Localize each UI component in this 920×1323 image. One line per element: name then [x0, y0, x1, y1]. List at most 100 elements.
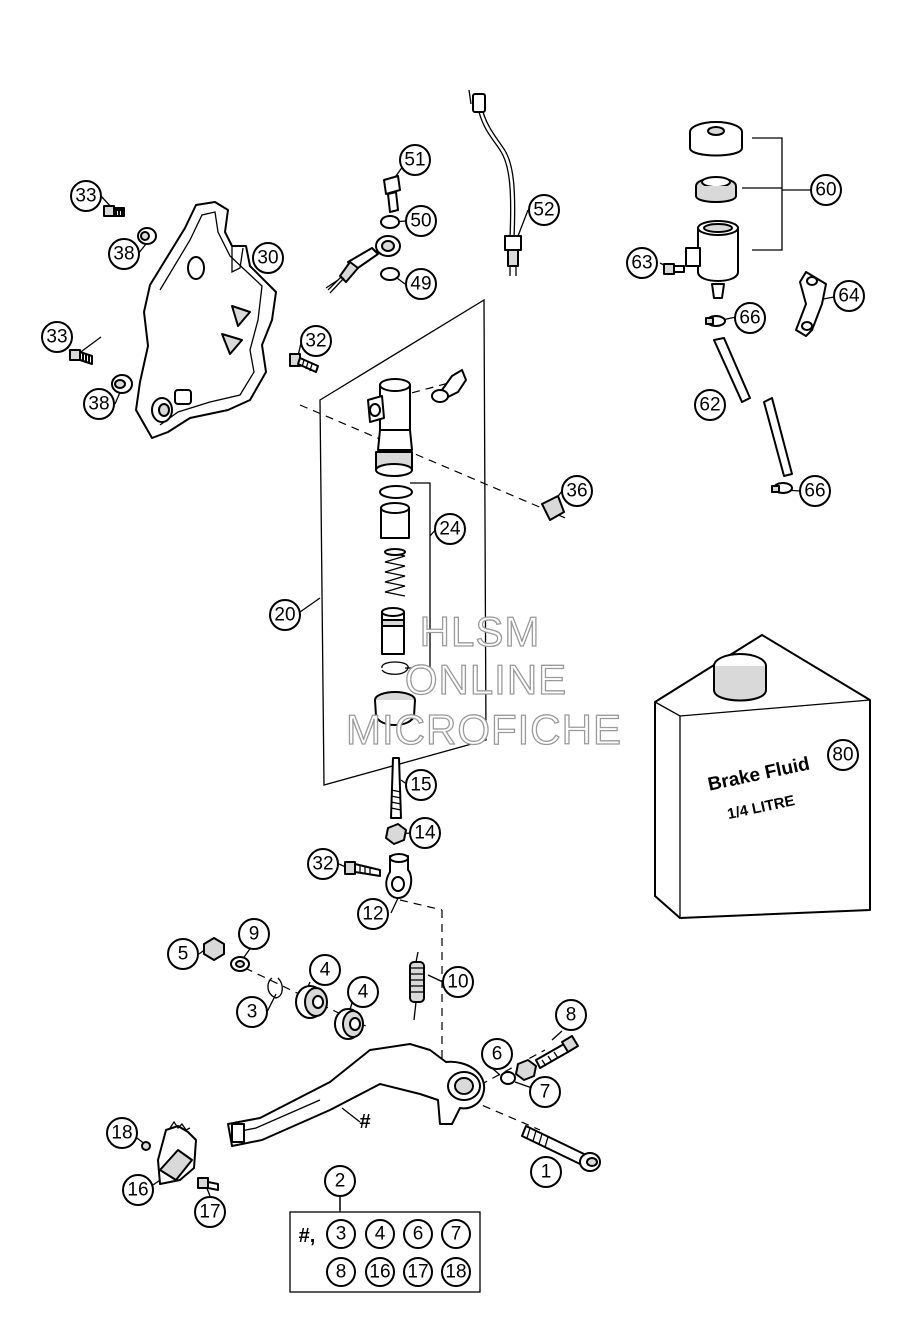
svg-text:63: 63	[631, 253, 652, 274]
banjo-bolt	[383, 175, 401, 213]
svg-text:16: 16	[127, 1180, 148, 1201]
callout-17: 17	[194, 1196, 226, 1228]
svg-text:50: 50	[410, 211, 431, 232]
stop-screw	[535, 1035, 579, 1069]
pivot-circlip	[267, 977, 283, 999]
callouts: 33 38 30 33 38 51 50 49 52 32 60 63 64 6…	[41, 144, 865, 1228]
svg-text:80: 80	[832, 745, 853, 766]
callout-32: 32	[307, 848, 339, 880]
callout-38: 38	[108, 238, 140, 270]
svg-text:1: 1	[541, 1162, 552, 1183]
clevis-screw	[344, 861, 381, 877]
master-cylinder-assembly-outline	[319, 298, 487, 786]
callout-80: 80	[827, 739, 859, 771]
svg-text:4: 4	[320, 960, 331, 981]
pivot-bearing-inner	[334, 1008, 364, 1040]
svg-text:18: 18	[445, 1262, 466, 1283]
svg-text:2: 2	[335, 1171, 346, 1192]
svg-text:6: 6	[492, 1044, 503, 1065]
svg-text:36: 36	[566, 481, 587, 502]
brake-light-switch	[468, 89, 522, 276]
pivot-nut	[203, 937, 225, 961]
callout-1: 1	[530, 1156, 562, 1188]
brake-fluid-can: Brake Fluid 1/4 LITRE	[654, 634, 871, 919]
svg-text:10: 10	[447, 972, 468, 993]
callout-6: 6	[481, 1038, 513, 1070]
svg-text:60: 60	[815, 180, 836, 201]
svg-text:33: 33	[46, 327, 67, 348]
svg-text:4: 4	[358, 982, 369, 1003]
svg-text:24: 24	[439, 519, 461, 540]
callout-10: 10	[442, 966, 474, 998]
svg-text:38: 38	[113, 244, 134, 265]
svg-text:30: 30	[257, 248, 278, 269]
stop-washer	[500, 1071, 516, 1085]
kit-callout: 7	[441, 1219, 471, 1249]
callout-33: 33	[41, 321, 73, 353]
callout-5: 5	[167, 938, 199, 970]
svg-text:3: 3	[247, 1002, 258, 1023]
return-spring	[384, 548, 406, 597]
lock-nut	[385, 823, 407, 845]
callout-32: 32	[300, 325, 332, 357]
callout-7: 7	[529, 1076, 561, 1108]
kit-callout: 8	[326, 1257, 356, 1287]
guard-washer-top	[137, 227, 157, 245]
callout-8: 8	[555, 999, 587, 1031]
kit-callout: 17	[403, 1257, 433, 1287]
piston	[381, 607, 405, 655]
callout-50: 50	[405, 205, 437, 237]
svg-text:49: 49	[410, 274, 431, 295]
kit-callout: 4	[365, 1219, 395, 1249]
kit-callout: 16	[365, 1257, 395, 1287]
reservoir-cap	[689, 121, 743, 157]
pedal-mark-leader	[341, 1107, 361, 1123]
kit-box: #, 3 4 6 7 8 16 17 18	[289, 1211, 481, 1293]
callout-66: 66	[799, 475, 831, 507]
clevis	[385, 853, 413, 899]
callout-2: 2	[324, 1165, 356, 1197]
cylinder-sleeve	[380, 502, 410, 539]
reservoir-hose	[713, 337, 793, 477]
svg-text:62: 62	[699, 395, 720, 416]
kit-callout: 18	[441, 1257, 471, 1287]
kit-callout: 6	[403, 1219, 433, 1249]
callout-38: 38	[83, 388, 115, 420]
banjo-fitting	[325, 235, 401, 294]
callout-24: 24	[434, 513, 466, 545]
callout-63: 63	[626, 247, 658, 279]
svg-text:14: 14	[414, 823, 436, 844]
circlip	[381, 661, 409, 675]
callout-16: 16	[122, 1174, 154, 1206]
guard-screw-bottom	[69, 349, 93, 365]
brake-pedal	[227, 1043, 486, 1147]
hose-clamp-upper	[705, 315, 726, 327]
svg-text:7: 7	[540, 1082, 551, 1103]
stop-nut	[515, 1059, 537, 1081]
svg-text:17: 17	[199, 1202, 220, 1223]
callout-36: 36	[561, 475, 593, 507]
callout-15: 15	[405, 769, 437, 801]
callout-62: 62	[694, 389, 726, 421]
callout-60: 60	[810, 174, 842, 206]
sealing-washer-upper	[380, 215, 400, 229]
reservoir-bracket	[795, 271, 827, 337]
callout-64: 64	[833, 280, 865, 312]
callout-49: 49	[405, 268, 437, 300]
pivot-washer	[230, 956, 250, 972]
callout-33: 33	[70, 180, 102, 212]
pivot-bearing-outer	[295, 985, 328, 1019]
svg-text:8: 8	[566, 1005, 577, 1026]
callout-12: 12	[357, 898, 389, 930]
svg-text:MICROFICHE: MICROFICHE	[346, 706, 622, 753]
callout-9: 9	[238, 918, 270, 950]
cylinder-mount-screw-top	[289, 353, 319, 373]
callout-66: 66	[734, 302, 766, 334]
dust-boot	[374, 691, 416, 726]
fluid-reservoir	[685, 220, 739, 299]
svg-text:5: 5	[178, 944, 189, 965]
svg-text:3: 3	[336, 1224, 347, 1245]
brake-cylinder-guard	[135, 201, 277, 439]
cylinder-o-ring	[379, 485, 413, 499]
